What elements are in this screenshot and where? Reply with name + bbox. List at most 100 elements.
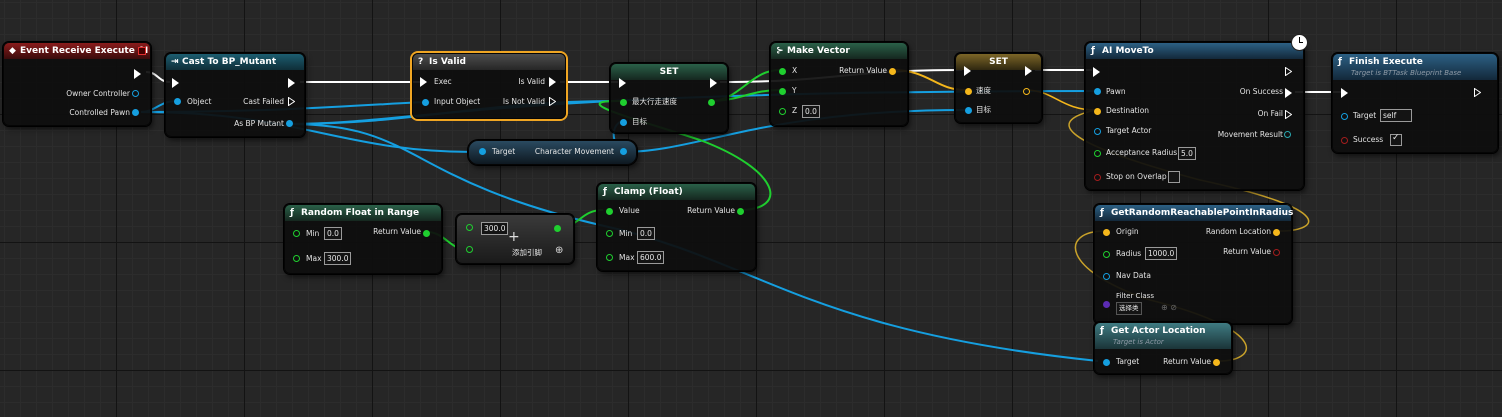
return-value-pin[interactable]: [554, 225, 561, 232]
browse-icon[interactable]: ⊕ ⊘: [1161, 303, 1177, 312]
value-input-pin[interactable]: [606, 208, 613, 215]
stop-on-overlap-checkbox[interactable]: [1168, 171, 1180, 183]
add-pin-plus-icon[interactable]: ⊕: [555, 245, 564, 256]
filter-class-dropdown[interactable]: 选择类: [1116, 302, 1142, 315]
exec-output-pin[interactable]: [1285, 67, 1292, 76]
radius-value-field[interactable]: 1000.0: [1145, 247, 1178, 260]
velocity-output-pin[interactable]: [1023, 88, 1030, 95]
nav-data-input-pin[interactable]: [1103, 273, 1110, 280]
exec-output-pin[interactable]: [710, 78, 717, 88]
return-value-pin[interactable]: [1213, 359, 1220, 366]
return-value-pin[interactable]: [1273, 249, 1280, 256]
acceptance-radius-input-pin[interactable]: [1094, 150, 1101, 157]
destination-input-pin[interactable]: [1094, 108, 1101, 115]
exec-input-pin[interactable]: [172, 78, 179, 88]
stop-on-overlap-input-pin[interactable]: [1094, 174, 1101, 181]
z-input-pin[interactable]: [779, 108, 786, 115]
x-input-pin[interactable]: [779, 68, 786, 75]
is-not-valid-exec-pin[interactable]: [549, 97, 556, 106]
movement-result-pin[interactable]: [1284, 131, 1291, 138]
success-input-pin[interactable]: [1341, 137, 1348, 144]
target-input-pin[interactable]: [479, 148, 486, 155]
target-self-field[interactable]: self: [1380, 109, 1412, 122]
max-walk-speed-input-pin[interactable]: [620, 99, 627, 106]
as-bp-mutant-pin[interactable]: [286, 120, 293, 127]
velocity-input-pin[interactable]: [965, 88, 972, 95]
exec-output-pin[interactable]: [1474, 88, 1481, 97]
object-input-pin[interactable]: [174, 98, 181, 105]
max-walk-speed-output-pin[interactable]: [708, 99, 715, 106]
node-title: Is Valid: [429, 57, 466, 67]
success-checkbox[interactable]: [1390, 133, 1402, 146]
min-input-pin[interactable]: [606, 230, 613, 237]
on-success-exec-pin[interactable]: [1285, 88, 1292, 98]
a-value-field[interactable]: 300.0: [481, 222, 509, 235]
node-header: ◆Event Receive Execute AI: [4, 43, 150, 59]
max-value-field[interactable]: 300.0: [324, 252, 352, 265]
add-float-node[interactable]: 300.0 + 添加引脚 ⊕: [456, 214, 574, 264]
origin-input-pin[interactable]: [1103, 229, 1110, 236]
cast-failed-pin[interactable]: [288, 97, 295, 106]
delegate-pin[interactable]: [138, 47, 146, 55]
input-object-pin[interactable]: [422, 99, 429, 106]
node-title: Make Vector: [787, 46, 850, 56]
filter-class-input-pin[interactable]: [1103, 301, 1110, 308]
b-input-pin[interactable]: [466, 246, 473, 253]
max-input-pin[interactable]: [606, 254, 613, 261]
min-label: Min: [619, 229, 633, 238]
return-value-pin[interactable]: [423, 230, 430, 237]
target-input-pin[interactable]: [1103, 359, 1110, 366]
max-value-field[interactable]: 600.0: [637, 251, 665, 264]
exec-input-pin[interactable]: [964, 66, 971, 76]
random-location-pin[interactable]: [1273, 229, 1280, 236]
target-input-pin[interactable]: [620, 119, 627, 126]
exec-input-pin[interactable]: [1341, 88, 1348, 98]
add-pin-label[interactable]: 添加引脚: [512, 248, 542, 257]
is-valid-node[interactable]: ?Is Valid Exec Is Valid Input Object Is …: [412, 53, 566, 119]
y-input-pin[interactable]: [779, 88, 786, 95]
target-actor-input-pin[interactable]: [1094, 128, 1101, 135]
event-diamond-icon: ◆: [9, 46, 16, 56]
owner-controller-pin[interactable]: [132, 90, 139, 97]
max-walk-speed-label: 最大行走速度: [632, 97, 677, 106]
min-input-pin[interactable]: [293, 230, 300, 237]
z-value-field[interactable]: 0.0: [802, 105, 820, 118]
set-velocity-node[interactable]: SET 速度 目标: [955, 53, 1042, 123]
controlled-pawn-pin[interactable]: [132, 109, 139, 116]
exec-input-pin[interactable]: [420, 77, 427, 87]
exec-output-pin[interactable]: [1025, 66, 1032, 76]
target-input-pin[interactable]: [965, 107, 972, 114]
character-movement-output-pin[interactable]: [620, 148, 627, 155]
min-value-field[interactable]: 0.0: [324, 227, 342, 240]
exec-output-pin[interactable]: [134, 69, 141, 79]
target-input-pin[interactable]: [1341, 113, 1348, 120]
cast-to-bp-mutant-node[interactable]: ⇥Cast To BP_Mutant Object Cast Failed As…: [165, 53, 305, 137]
exec-input-pin[interactable]: [1093, 67, 1100, 77]
min-value-field[interactable]: 0.0: [637, 227, 655, 240]
character-movement-getter-node[interactable]: Target Character Movement: [468, 140, 637, 165]
node-header: SET: [956, 54, 1041, 70]
exec-input-pin[interactable]: [619, 78, 626, 88]
return-value-pin[interactable]: [737, 208, 744, 215]
pawn-input-pin[interactable]: [1094, 88, 1101, 95]
stop-on-overlap-label: Stop on Overlap: [1106, 172, 1167, 181]
acceptance-radius-field[interactable]: 5.0: [1178, 147, 1196, 160]
max-input-pin[interactable]: [293, 255, 300, 262]
set-max-walk-speed-node[interactable]: SET 最大行走速度 目标: [610, 63, 728, 133]
radius-input-pin[interactable]: [1103, 251, 1110, 258]
on-fail-exec-pin[interactable]: [1285, 110, 1292, 119]
return-value-pin[interactable]: [889, 68, 896, 75]
make-vector-node[interactable]: ⊱Make Vector X Return Value Y Z 0.0: [770, 42, 908, 126]
exec-output-pin[interactable]: [288, 78, 295, 88]
a-input-pin[interactable]: [466, 224, 473, 231]
is-valid-exec-pin[interactable]: [549, 77, 556, 87]
return-value-label: Return Value: [373, 227, 421, 236]
event-receive-execute-ai-node[interactable]: ◆Event Receive Execute AI Owner Controll…: [3, 42, 151, 126]
